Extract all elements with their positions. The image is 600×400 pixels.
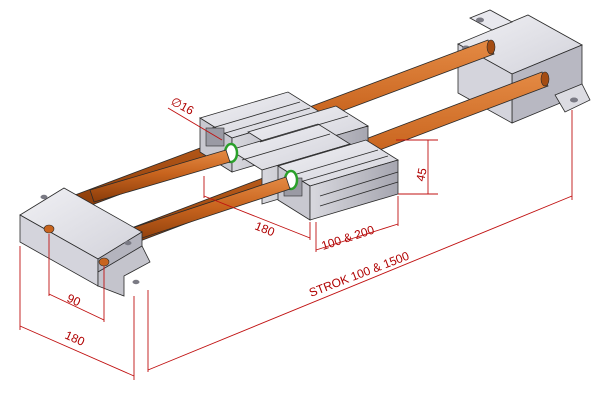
mounting-hole-icon xyxy=(124,240,132,246)
carriage-length-label: 180 xyxy=(253,219,277,240)
dimension-annotations xyxy=(19,107,573,380)
shaft-end-icon xyxy=(98,257,110,267)
shaft-end-icon xyxy=(43,224,55,234)
shaft-diameter-label: ∅16 xyxy=(169,94,197,118)
mounting-hole-icon xyxy=(570,97,578,103)
stroke-label: STROK 100 & 1500 xyxy=(307,249,411,300)
slot-width-label: 100 & 200 xyxy=(320,223,377,253)
height-dimension-label: 45 xyxy=(413,166,430,182)
mounting-hole-icon xyxy=(132,279,140,285)
end-support-block-front xyxy=(19,187,151,297)
guide-shaft-upper-front xyxy=(89,149,231,203)
block-width-label: 180 xyxy=(63,328,87,349)
mounting-hole-icon xyxy=(40,194,48,200)
mounting-hole-icon xyxy=(476,17,484,23)
hole-spacing-label: 90 xyxy=(65,291,83,309)
